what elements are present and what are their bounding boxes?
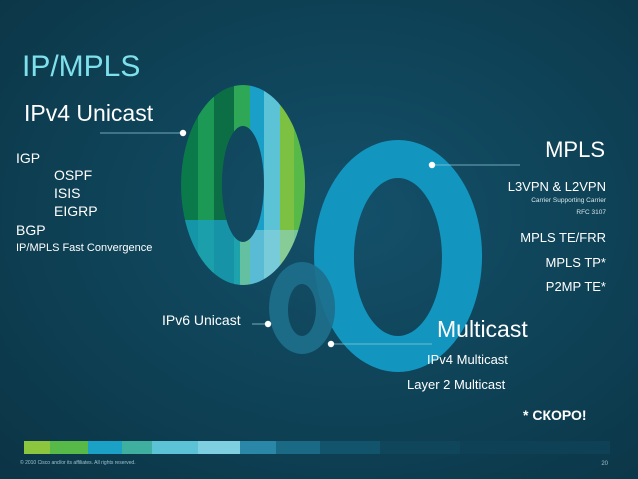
ipv4-dot (179, 129, 187, 137)
ipv4-unicast-ring (181, 85, 306, 285)
multicast-ring (269, 262, 336, 354)
igp-item: OSPF (54, 167, 93, 183)
ipv6-dot (264, 320, 272, 328)
fast-convergence-label: IP/MPLS Fast Convergence (16, 242, 153, 254)
page-number: 20 (601, 461, 608, 467)
copyright-footer: © 2010 Cisco and/or its affiliates. All … (20, 460, 136, 466)
bgp-label: BGP (16, 222, 46, 238)
mpls-tp-label: MPLS TP* (545, 255, 606, 270)
page-title: IP/MPLS (22, 50, 141, 83)
igp-item: ISIS (54, 185, 81, 201)
ipv4-unicast-heading: IPv4 Unicast (24, 100, 154, 126)
igp-label: IGP (16, 150, 41, 166)
l3vpn-label: L3VPN & L2VPN (507, 179, 606, 194)
multicast-heading: Multicast (437, 316, 528, 342)
igp-item: EIGRP (54, 203, 98, 219)
p2mp-label: P2MP TE* (545, 279, 606, 294)
mpls-heading: MPLS (545, 137, 605, 162)
multicast-item: IPv4 Multicast (427, 352, 508, 367)
footer-color-bar (24, 441, 610, 454)
coming-soon-note: * СКОРО! (523, 407, 587, 423)
rfc-label: RFC 3107 (576, 209, 606, 216)
csc-label: Carrier Supporting Carrier (531, 197, 606, 204)
ipv6-unicast-label: IPv6 Unicast (162, 312, 241, 328)
mpls-te-label: MPLS TE/FRR (520, 230, 606, 245)
mpls-ring (314, 140, 483, 372)
multicast-dot (327, 340, 335, 348)
mpls-dot (428, 161, 436, 169)
multicast-item: Layer 2 Multicast (407, 377, 506, 392)
